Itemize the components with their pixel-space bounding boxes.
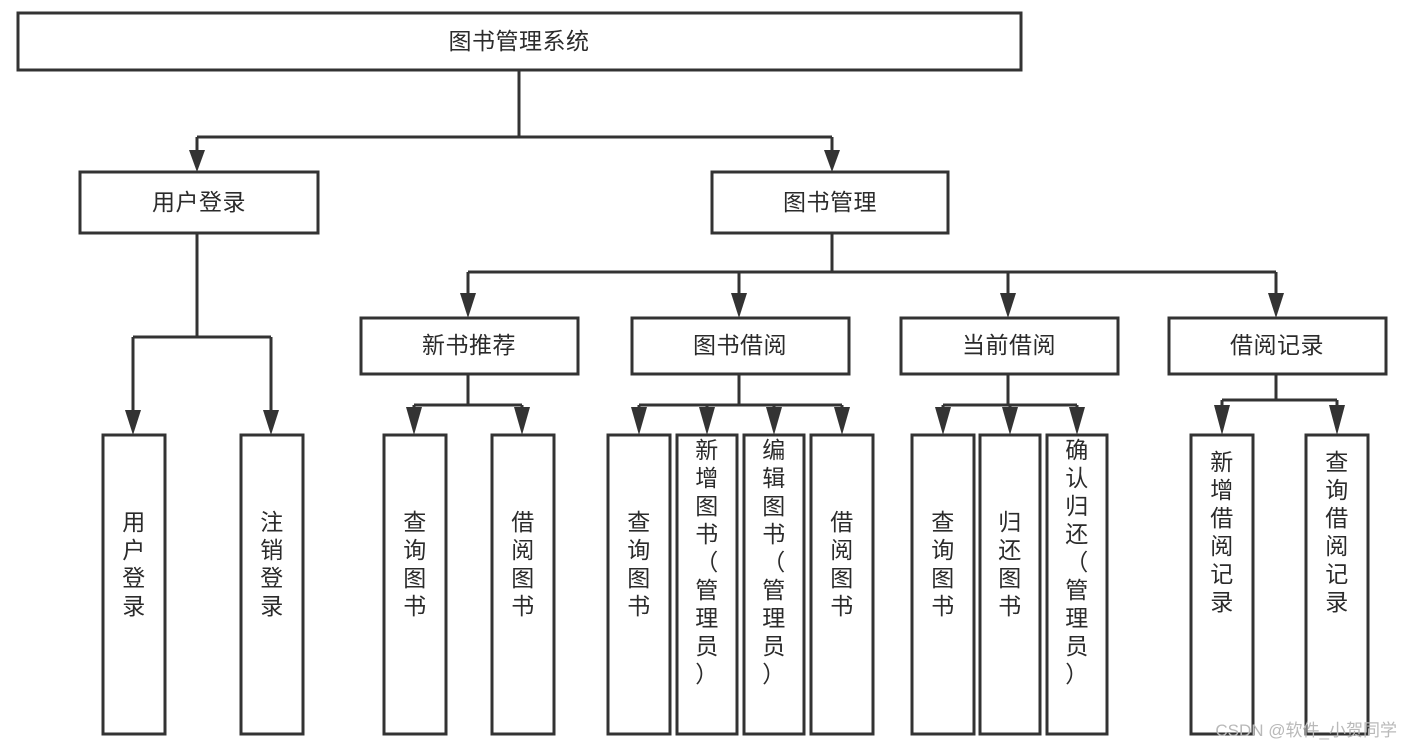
node-user-login[interactable]: 用户登录 — [78, 170, 320, 235]
node-leaf-confirm-return-box[interactable] — [1045, 433, 1109, 736]
arrow-head-leaf-borrow-book-2 — [834, 407, 850, 435]
arrow-head-leaf-query-book-2 — [631, 407, 647, 435]
node-root-box[interactable] — [16, 11, 1023, 72]
node-leaf-user-login-box[interactable] — [101, 433, 167, 736]
node-book-manage-box[interactable] — [710, 170, 950, 235]
node-leaf-add-book-box[interactable] — [675, 433, 739, 736]
arrow-head-leaf-borrow-book-1 — [514, 407, 530, 435]
connectors-layer — [125, 70, 1345, 435]
node-new-book-rec[interactable]: 新书推荐 — [359, 316, 580, 376]
arrow-head-leaf-query-book-3 — [935, 407, 951, 435]
node-leaf-query-book-1-label: 查询图书 — [403, 509, 427, 619]
arrow-head-borrow-record — [1268, 293, 1284, 318]
node-user-login-box[interactable] — [78, 170, 320, 235]
node-leaf-return-book-box[interactable] — [978, 433, 1042, 736]
node-leaf-query-book-2-label: 查询图书 — [627, 509, 651, 619]
arrow-head-leaf-logout — [263, 410, 279, 435]
node-root-label: 图书管理系统 — [449, 28, 590, 54]
node-leaf-add-record-box[interactable] — [1189, 433, 1255, 736]
node-leaf-borrow-book-2[interactable]: 借阅图书 — [809, 433, 875, 736]
node-leaf-logout[interactable]: 注销登录 — [239, 433, 305, 736]
arrow-head-leaf-add-record — [1214, 405, 1230, 435]
node-current-borrow-box[interactable] — [899, 316, 1120, 376]
csdn-watermark: CSDN @软件_小贺同学 — [1215, 721, 1397, 740]
node-leaf-query-book-1-box[interactable] — [382, 433, 448, 736]
node-leaf-edit-book-box[interactable] — [742, 433, 806, 736]
node-leaf-borrow-book-1-box[interactable] — [490, 433, 556, 736]
node-new-book-rec-label: 新书推荐 — [422, 332, 516, 358]
node-leaf-borrow-book-2-box[interactable] — [809, 433, 875, 736]
arrow-head-user-login — [189, 150, 205, 172]
arrow-head-book-manage — [824, 150, 840, 172]
arrow-head-leaf-query-record — [1329, 405, 1345, 435]
node-leaf-user-login[interactable]: 用户登录 — [101, 433, 167, 736]
node-leaf-query-book-3-box[interactable] — [910, 433, 976, 736]
node-leaf-logout-label: 注销登录 — [260, 509, 284, 619]
node-leaf-query-book-3-label: 查询图书 — [931, 509, 955, 619]
node-leaf-query-record-box[interactable] — [1304, 433, 1370, 736]
node-leaf-query-record-label: 查询借阅记录 — [1325, 449, 1349, 615]
node-current-borrow[interactable]: 当前借阅 — [899, 316, 1120, 376]
node-book-manage[interactable]: 图书管理 — [710, 170, 950, 235]
node-leaf-add-record-label: 新增借阅记录 — [1210, 449, 1234, 615]
node-leaf-user-login-label: 用户登录 — [122, 509, 146, 619]
node-leaf-add-book-label: 新增图书（管理员） — [695, 437, 719, 687]
node-leaf-query-book-3[interactable]: 查询图书 — [910, 433, 976, 736]
node-leaf-borrow-book-2-label: 借阅图书 — [830, 509, 854, 619]
arrow-head-current-borrow — [1000, 293, 1016, 318]
node-leaf-borrow-book-1-label: 借阅图书 — [511, 509, 535, 619]
node-borrow-record[interactable]: 借阅记录 — [1167, 316, 1388, 376]
node-user-login-label: 用户登录 — [152, 189, 246, 215]
node-leaf-edit-book-label: 编辑图书（管理员） — [762, 437, 786, 687]
node-leaf-return-book[interactable]: 归还图书 — [978, 433, 1042, 736]
node-leaf-query-book-1[interactable]: 查询图书 — [382, 433, 448, 736]
node-borrow-record-label: 借阅记录 — [1230, 332, 1324, 358]
node-leaf-confirm-return-label: 确认归还（管理员） — [1065, 437, 1089, 687]
arrow-head-leaf-add-book — [699, 407, 715, 435]
node-new-book-rec-box[interactable] — [359, 316, 580, 376]
node-borrow-record-box[interactable] — [1167, 316, 1388, 376]
arrow-head-leaf-edit-book — [766, 407, 782, 435]
node-leaf-query-record[interactable]: 查询借阅记录 — [1304, 433, 1370, 736]
node-leaf-return-book-label: 归还图书 — [998, 509, 1022, 619]
arrow-head-book-borrow — [731, 293, 747, 318]
node-leaf-add-record[interactable]: 新增借阅记录 — [1189, 433, 1255, 736]
arrow-head-new-book-rec — [460, 293, 476, 318]
node-current-borrow-label: 当前借阅 — [962, 332, 1056, 358]
node-leaf-query-book-2-box[interactable] — [606, 433, 672, 736]
node-book-manage-label: 图书管理 — [783, 189, 877, 215]
node-root[interactable]: 图书管理系统 — [16, 11, 1023, 72]
node-leaf-query-book-2[interactable]: 查询图书 — [606, 433, 672, 736]
arrow-head-leaf-user-login — [125, 410, 141, 435]
arrow-head-leaf-return-book — [1002, 407, 1018, 435]
node-leaf-edit-book[interactable]: 编辑图书（管理员） — [742, 433, 806, 736]
arrow-head-leaf-confirm-return — [1069, 407, 1085, 435]
node-book-borrow[interactable]: 图书借阅 — [630, 316, 851, 376]
node-leaf-borrow-book-1[interactable]: 借阅图书 — [490, 433, 556, 736]
node-leaf-confirm-return[interactable]: 确认归还（管理员） — [1045, 433, 1109, 736]
node-book-borrow-label: 图书借阅 — [693, 332, 787, 358]
node-book-borrow-box[interactable] — [630, 316, 851, 376]
node-leaf-add-book[interactable]: 新增图书（管理员） — [675, 433, 739, 736]
arrow-head-leaf-query-book-1 — [406, 407, 422, 435]
node-leaf-logout-box[interactable] — [239, 433, 305, 736]
